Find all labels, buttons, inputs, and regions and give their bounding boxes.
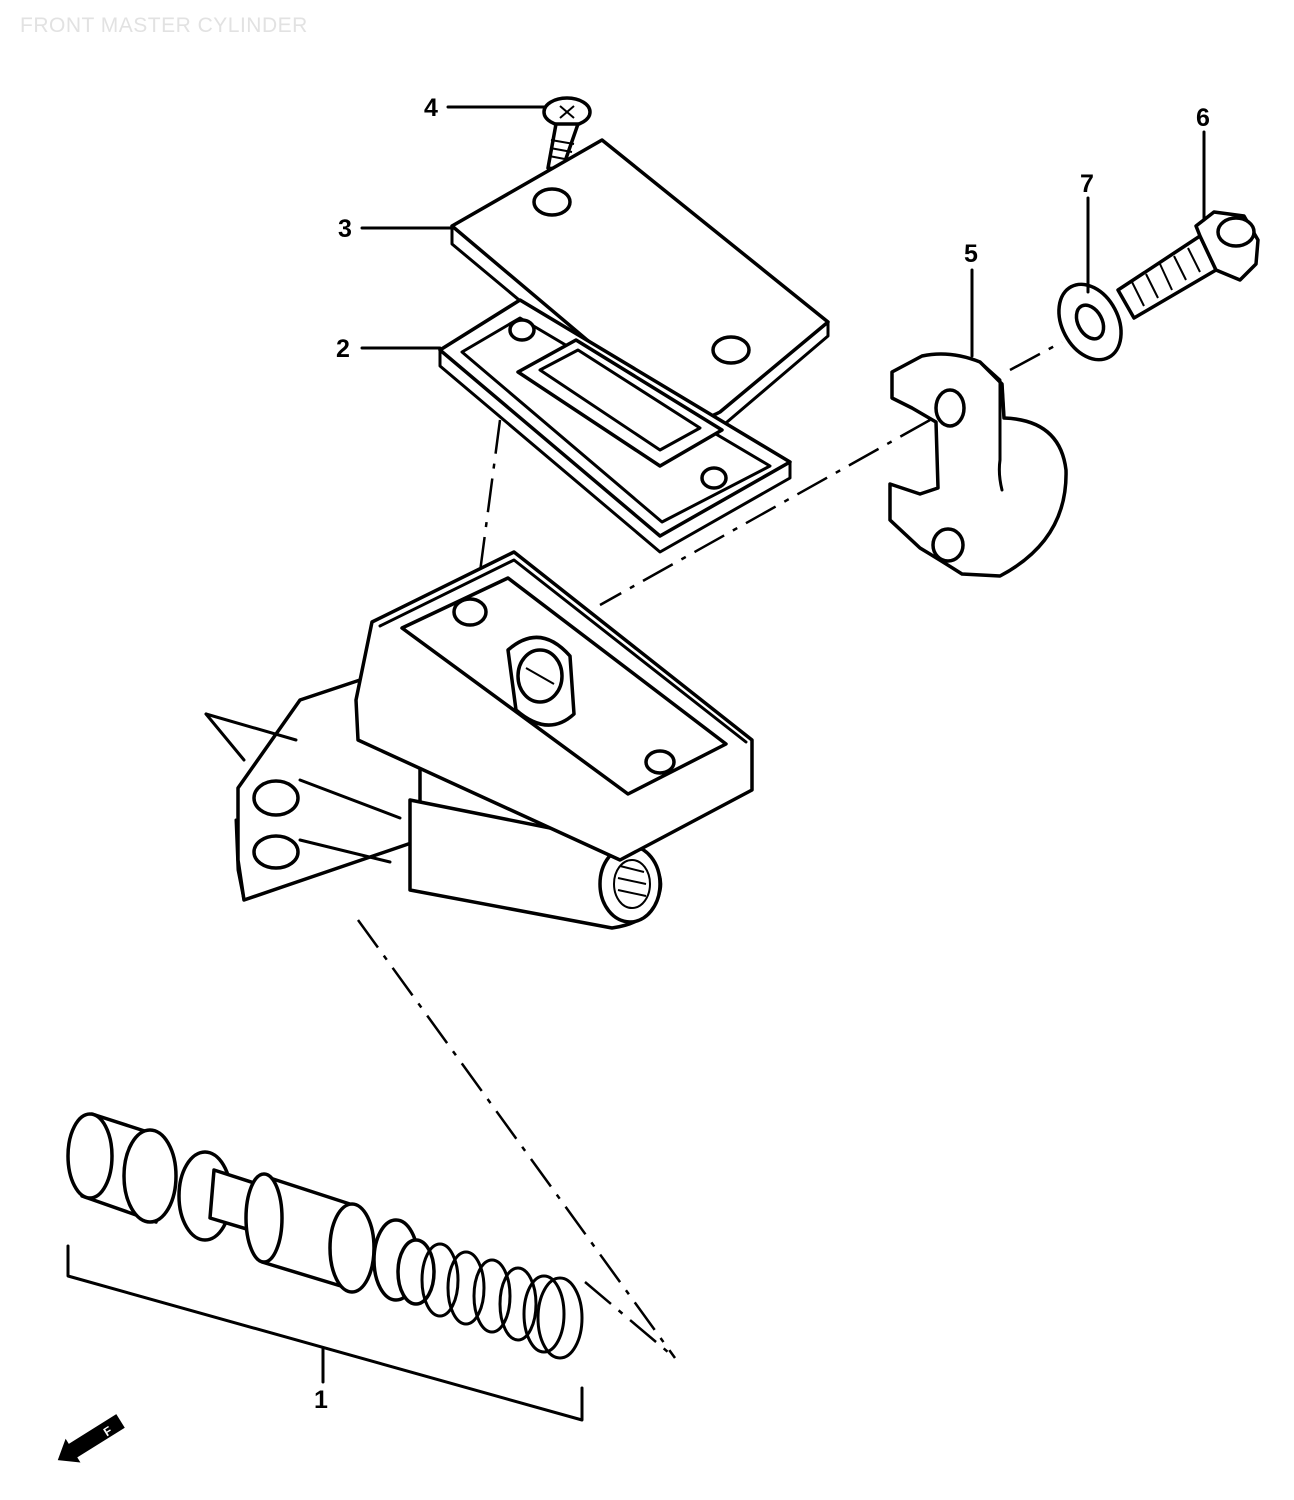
callout-2: 2 bbox=[336, 335, 350, 363]
bolt-icon bbox=[1116, 210, 1260, 320]
callout-3: 3 bbox=[338, 215, 352, 243]
callout-4: 4 bbox=[424, 94, 438, 122]
handlebar-clamp-icon bbox=[888, 352, 1068, 578]
leader-lines bbox=[360, 105, 1206, 358]
part-1-bracket bbox=[66, 1244, 584, 1422]
piston-spring-set-icon bbox=[66, 1112, 584, 1360]
callout-5: 5 bbox=[964, 240, 978, 268]
master-cylinder-body-icon bbox=[204, 550, 754, 930]
callout-6: 6 bbox=[1196, 104, 1210, 132]
assembly-centerlines bbox=[356, 340, 1063, 1359]
washer-icon bbox=[1057, 282, 1123, 362]
callout-7: 7 bbox=[1080, 170, 1094, 198]
front-direction-arrow-icon: F bbox=[57, 1414, 125, 1463]
callout-1: 1 bbox=[314, 1386, 328, 1414]
diaphragm-plate-icon bbox=[438, 298, 792, 554]
callout-numbers: 4 3 2 5 6 7 1 bbox=[314, 94, 1210, 1414]
diagram-title: FRONT MASTER CYLINDER bbox=[20, 14, 308, 37]
